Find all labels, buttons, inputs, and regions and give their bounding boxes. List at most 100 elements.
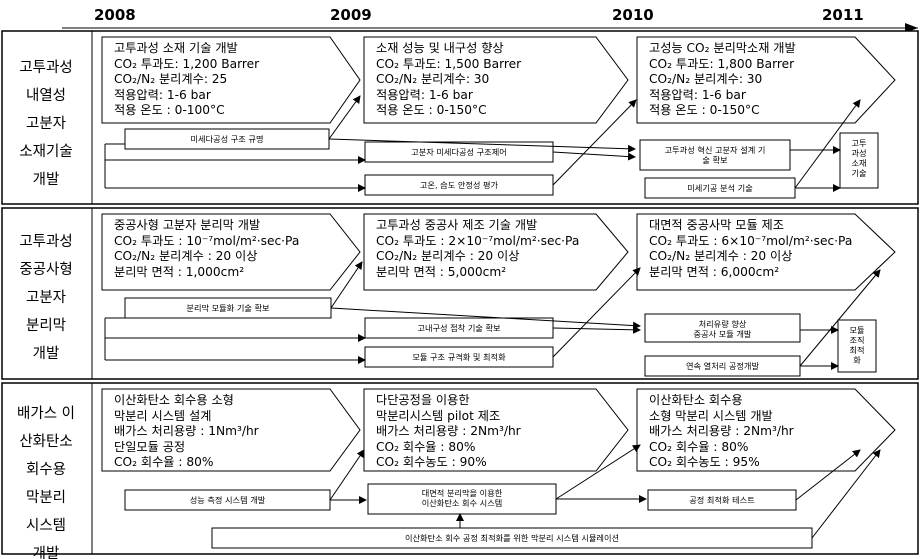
- task-text-r2-3: 모듈 구조 규격화 및 최적화: [365, 352, 553, 362]
- milestone-text-r1-2-line: 소재 성능 및 내구성 향상: [376, 41, 504, 55]
- arrow-r1-a: [328, 95, 361, 140]
- arrow-r2-a: [330, 261, 363, 309]
- task-text-r3-1-line: 성능 측정 시스템 개발: [189, 495, 266, 505]
- task-text-r1-1-line: 미세다공성 구조 규명: [190, 134, 264, 144]
- task-text-r2-6-line: 화: [853, 355, 861, 365]
- milestone-text-r2-1-line: 분리막 면적 : 1,000cm²: [114, 264, 245, 279]
- row-label-line: 소재기술: [19, 144, 73, 160]
- task-text-r1-6-line: 과성: [851, 148, 867, 158]
- milestone-pentagon-r2-1: [101, 213, 361, 291]
- row-label-line: 회수용: [25, 462, 67, 478]
- task-text-r1-6-line: 기술: [851, 168, 867, 178]
- arrow-r1-i: [794, 99, 861, 189]
- milestone-text-r1-3-line: 고성능 CO₂ 분리막소재 개발: [649, 41, 796, 55]
- milestone-text-r3-3-line: CO₂ 회수율 : 80%: [649, 439, 749, 454]
- task-text-r2-1-line: 분리막 모듈화 기술 확보: [186, 303, 270, 313]
- task-box-r1-6: [839, 132, 879, 189]
- task-text-r1-5: 미세기공 분석 기술: [645, 183, 795, 193]
- milestone-text-r1-2-line: CO₂ 투과도: 1,500 Barrer: [376, 56, 522, 71]
- year-2011: 2011: [822, 6, 864, 24]
- row-label-line: 배가스 이: [17, 406, 75, 422]
- task-box-r2-6: [837, 319, 877, 373]
- arrow-r3-e: [795, 449, 861, 501]
- milestone-pentagon-r1-2: [363, 36, 629, 124]
- task-text-r1-6-line: 소재: [851, 158, 867, 168]
- task-text-r1-6-line: 고투: [851, 138, 867, 148]
- row-label-line: 개발: [32, 346, 60, 362]
- milestone-text-r1-3-line: 적용 온도 : 0-150°C: [649, 103, 760, 117]
- task-text-r2-6-line: 모듈: [849, 325, 865, 335]
- milestone-text-r2-2-line: CO₂/N₂ 분리계수 : 20 이상: [376, 249, 520, 263]
- milestone-text-r3-2-line: CO₂ 회수율 : 80%: [376, 439, 476, 454]
- milestone-text-r1-1-line: 고투과성 소재 기술 개발: [114, 41, 238, 55]
- row-label-line: 개발: [32, 172, 60, 188]
- task-text-r2-5: 연속 열처리 공정개발: [645, 361, 800, 371]
- row-label-line: 막분리: [25, 490, 67, 506]
- task-text-r1-5-line: 미세기공 분석 기술: [687, 183, 753, 193]
- task-text-r2-4-line: 처리유량 향상: [698, 319, 747, 329]
- task-box-r1-4: [639, 139, 791, 171]
- arrow-r1-f: [552, 99, 637, 186]
- task-text-r3-4: 이산화탄소 회수 공정 최적화를 위한 막분리 시스템 시뮬레이션: [212, 533, 812, 543]
- task-text-r1-4-line: 술 확보: [702, 155, 728, 165]
- task-text-r1-1: 미세다공성 구조 규명: [125, 134, 329, 144]
- row-label-line: 고분자: [25, 116, 67, 132]
- row-label-line: 중공사형: [19, 262, 73, 278]
- arrow-r1-b: [328, 138, 636, 153]
- task-text-r1-4-line: 고투과성 혁신 고분자 설계 기: [664, 145, 766, 155]
- milestone-text-r1-2-line: 적용압력: 1-6 bar: [376, 87, 473, 102]
- row-label-line: 고투과성: [19, 234, 73, 250]
- task-text-r3-2-line: 대면적 분리막을 이용한: [421, 488, 503, 498]
- task-text-r1-3-line: 고온, 습도 안정성 평가: [419, 180, 499, 190]
- task-text-r2-3-line: 모듈 구조 규격화 및 최적화: [412, 352, 506, 362]
- arrow-r2-b: [330, 307, 641, 330]
- row-label-line: 고투과성: [19, 60, 73, 76]
- milestone-text-r1-1-line: CO₂ 투과도: 1,200 Barrer: [114, 56, 260, 71]
- task-text-r2-4-line: 중공사 모듈 개발: [693, 329, 752, 339]
- milestone-text-r3-3-line: CO₂ 회수농도 : 95%: [649, 455, 760, 469]
- milestone-text-r3-1-line: 이산화탄소 회수용 소형: [114, 393, 234, 407]
- milestone-text-r1-2-line: CO₂/N₂ 분리계수: 30: [376, 72, 490, 86]
- task-box-r3-2: [367, 483, 557, 515]
- milestone-text-r2-2-line: CO₂ 투과도 : 2×10⁻⁷mol/m²·sec·Pa: [376, 233, 580, 248]
- milestone-text-r1-3-line: CO₂ 투과도: 1,800 Barrer: [649, 56, 795, 71]
- task-text-r1-3: 고온, 습도 안정성 평가: [365, 180, 553, 190]
- milestone-text-r2-3-line: CO₂/N₂ 분리계수 : 20 이상: [649, 249, 793, 263]
- milestone-text-r2-3-line: CO₂ 투과도 : 6×10⁻⁷mol/m²·sec·Pa: [649, 233, 853, 248]
- task-text-r2-5-line: 연속 열처리 공정개발: [686, 361, 759, 371]
- milestone-text-r2-2-line: 분리막 면적 : 5,000cm²: [376, 264, 507, 279]
- task-text-r2-6-line: 최적: [849, 345, 865, 355]
- milestone-text-r1-1-line: 적용 온도 : 0-100°C: [114, 103, 225, 117]
- milestone-text-r3-2-line: 배가스 처리용량 : 2Nm³/hr: [376, 424, 521, 438]
- milestone-pentagon-r1-3: [636, 36, 896, 124]
- milestone-text-r3-2-line: 다단공정을 이용한: [376, 393, 470, 407]
- row-label-line: 고분자: [25, 290, 67, 306]
- task-text-r3-3-line: 공정 최적화 테스트: [689, 495, 755, 505]
- task-text-r2-2: 고내구성 접착 기술 확보: [365, 323, 553, 333]
- milestone-text-r3-3-line: 이산화탄소 회수용: [649, 393, 743, 407]
- row-label-line: 시스템: [25, 518, 67, 534]
- task-text-r2-2-line: 고내구성 접착 기술 확보: [417, 323, 501, 333]
- milestone-text-r3-1-line: 배가스 처리용량 : 1Nm³/hr: [114, 424, 259, 438]
- row-label-line: 개발: [32, 546, 60, 559]
- task-box-r2-4: [644, 313, 801, 343]
- task-text-r2-1: 분리막 모듈화 기술 확보: [125, 303, 331, 313]
- milestone-text-r2-1-line: CO₂/N₂ 분리계수 : 20 이상: [114, 249, 258, 263]
- arrow-r3-d: [555, 444, 641, 500]
- milestone-text-r1-2-line: 적용 온도 : 0-150°C: [376, 103, 487, 117]
- milestone-text-r3-2-line: 막분리시스템 pilot 제조: [376, 408, 501, 423]
- milestone-text-r2-1-line: 중공사형 고분자 분리막 개발: [114, 218, 261, 232]
- milestone-text-r2-3-line: 대면적 중공사막 모듈 제조: [649, 218, 784, 232]
